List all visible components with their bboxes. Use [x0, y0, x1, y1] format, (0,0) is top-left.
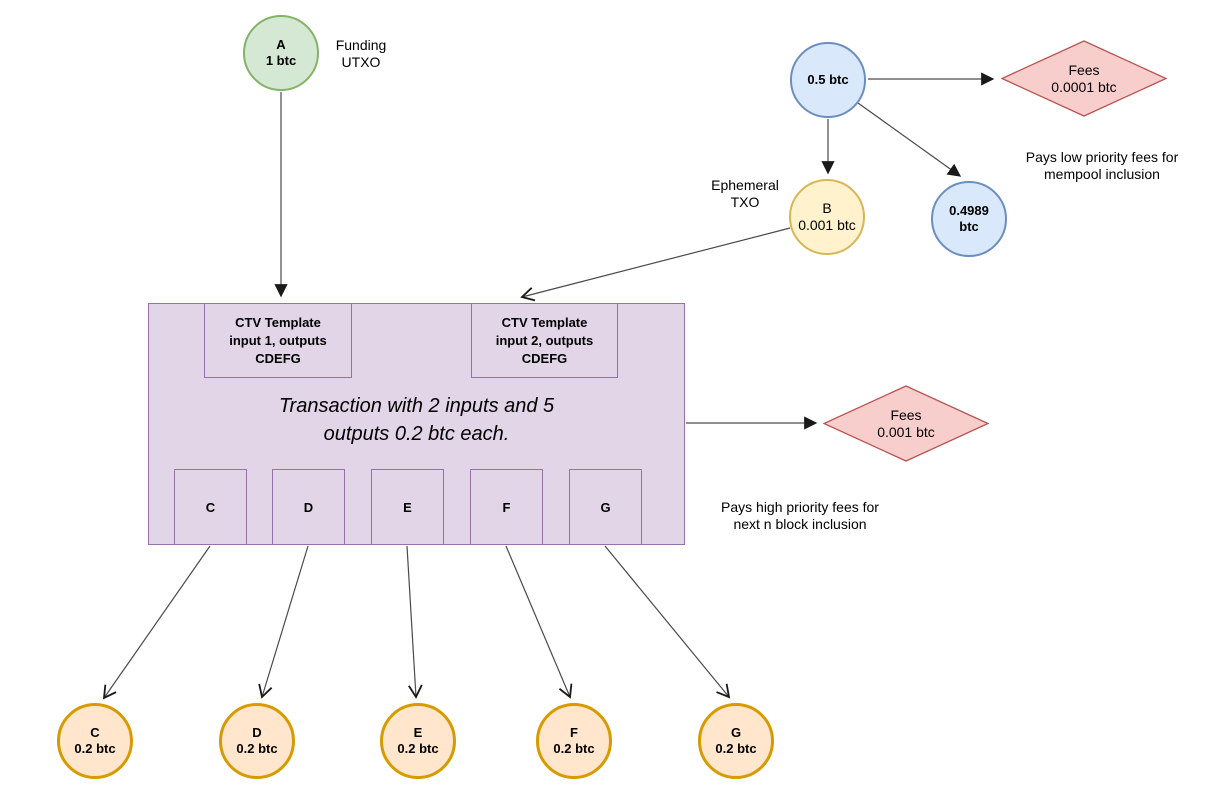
node-change-output: 0.4989 btc	[931, 181, 1007, 257]
transaction-caption-line2: outputs 0.2 btc each.	[323, 423, 510, 445]
node-input-half-btc: 0.5 btc	[790, 42, 866, 118]
output-d-letter: D	[252, 725, 262, 740]
node-fees-high: Fees 0.001 btc	[823, 385, 989, 462]
slot-output-g: G	[569, 469, 642, 545]
node-a-letter: A	[276, 37, 286, 52]
node-b-letter: B	[822, 200, 832, 216]
edge-b-to-ctv2	[520, 227, 791, 302]
slot-output-f: F	[470, 469, 543, 545]
note-high-line1: Pays high priority fees for	[721, 499, 879, 515]
ctv1-line2: input 1, outputs	[229, 332, 327, 348]
note-low-line2: mempool inclusion	[1044, 166, 1160, 182]
node-fees-low: Fees 0.0001 btc	[1001, 40, 1167, 117]
edge-half-to-change	[857, 102, 962, 177]
output-f-letter: F	[570, 725, 578, 740]
ctv1-line1: CTV Template	[235, 314, 321, 330]
node-ephemeral-txo-b: B 0.001 btc	[789, 179, 865, 255]
fees-high-text: Fees 0.001 btc	[823, 385, 989, 462]
label-funding-line2: UTXO	[341, 54, 381, 70]
output-f-amount: 0.2 btc	[553, 741, 595, 756]
output-c-amount: 0.2 btc	[74, 741, 116, 756]
node-output-f: F 0.2 btc	[536, 703, 612, 779]
edge-slot-e-to-output-e	[406, 545, 423, 699]
output-e-letter: E	[413, 725, 423, 740]
output-d-amount: 0.2 btc	[236, 741, 278, 756]
node-ctv-template-2: CTV Template input 2, outputs CDEFG	[471, 303, 618, 378]
node-output-c: C 0.2 btc	[57, 703, 133, 779]
note-high-priority: Pays high priority fees for next n block…	[721, 499, 879, 533]
fees-low-diamond-shape	[1001, 40, 1167, 117]
node-output-e: E 0.2 btc	[380, 703, 456, 779]
ctv2-line3: CDEFG	[521, 350, 568, 366]
label-funding-utxo: Funding UTXO	[336, 37, 387, 71]
ctv2-line2: input 2, outputs	[495, 332, 594, 348]
node-output-d: D 0.2 btc	[219, 703, 295, 779]
label-ephemeral-line1: Ephemeral	[711, 177, 779, 193]
edge-slot-d-to-output-d	[258, 545, 309, 699]
label-ephemeral-line2: TXO	[730, 194, 760, 210]
slot-output-c: C	[174, 469, 247, 545]
edge-slot-g-to-output-g	[604, 545, 731, 699]
transaction-caption: Transaction with 2 inputs and 5 outputs …	[149, 392, 684, 448]
transaction-caption-line1: Transaction with 2 inputs and 5	[278, 395, 555, 417]
edge-slot-f-to-output-f	[505, 545, 573, 699]
node-a-amount: 1 btc	[265, 53, 297, 68]
slot-output-e: E	[371, 469, 444, 545]
node-change-amount-line1: 0.4989	[949, 203, 989, 218]
fees-low-title: Fees	[1068, 61, 1100, 78]
fees-high-amount: 0.001 btc	[877, 423, 935, 440]
label-funding-line1: Funding	[335, 37, 387, 53]
note-low-priority: Pays low priority fees for mempool inclu…	[1026, 149, 1179, 183]
node-transaction-box: CTV Template input 1, outputs CDEFG CTV …	[148, 303, 685, 545]
output-g-amount: 0.2 btc	[715, 741, 757, 756]
note-low-line1: Pays low priority fees for	[1025, 149, 1179, 165]
ctv2-line1: CTV Template	[501, 314, 588, 330]
slot-output-d: D	[272, 469, 345, 545]
node-ctv-template-1: CTV Template input 1, outputs CDEFG	[204, 303, 352, 378]
node-half-amount: 0.5 btc	[807, 72, 849, 87]
ctv1-line3: CDEFG	[255, 350, 301, 366]
edge-slot-c-to-output-c	[102, 545, 211, 700]
fees-low-amount: 0.0001 btc	[1051, 78, 1117, 95]
output-g-letter: G	[730, 725, 742, 740]
fees-low-text: Fees 0.0001 btc	[1001, 40, 1167, 117]
fees-high-diamond-shape	[823, 385, 989, 462]
node-b-amount: 0.001 btc	[798, 217, 856, 233]
fees-high-title: Fees	[890, 406, 922, 423]
output-c-letter: C	[90, 725, 100, 740]
note-high-line2: next n block inclusion	[733, 516, 867, 532]
node-output-g: G 0.2 btc	[698, 703, 774, 779]
node-funding-utxo-a: A 1 btc	[243, 15, 319, 91]
node-change-amount-line2: btc	[959, 219, 979, 234]
output-e-amount: 0.2 btc	[397, 741, 439, 756]
label-ephemeral-txo: Ephemeral TXO	[711, 177, 779, 211]
